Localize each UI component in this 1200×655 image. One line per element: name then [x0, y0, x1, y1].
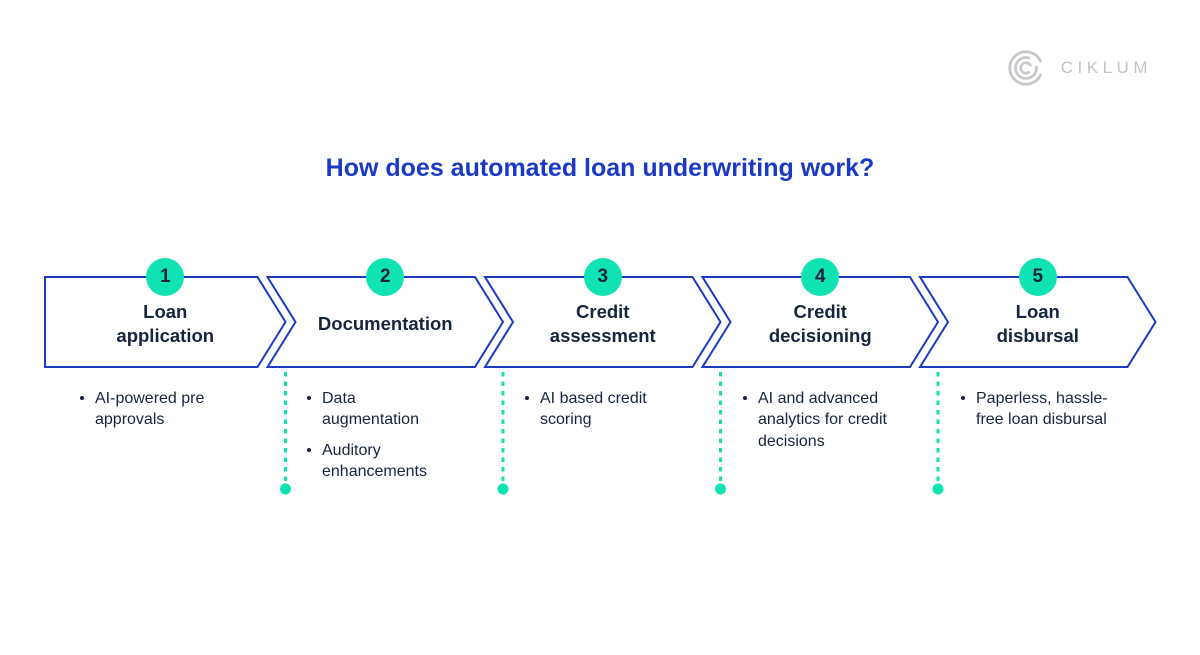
- connector-dot: [932, 483, 944, 495]
- ciklum-logo-icon: [1008, 50, 1042, 86]
- connector-dot: [280, 483, 291, 495]
- chevron-step-5: [918, 276, 1157, 368]
- step-bullet-list: AI-powered pre approvals: [75, 388, 265, 440]
- step-bullet-list: AI and advanced analytics for credit dec…: [738, 388, 933, 461]
- chevron-step-4: [700, 276, 940, 368]
- step-number-badge: 5: [1018, 258, 1057, 296]
- step-label: Loan disbursal: [996, 300, 1079, 346]
- step-number-badge: 3: [583, 258, 622, 296]
- brand-logo: CIKLUM: [1003, 44, 1152, 92]
- bullet-item: AI based credit scoring: [520, 388, 710, 431]
- chevron-step-1: [44, 276, 287, 368]
- brand-name: CIKLUM: [1060, 58, 1152, 77]
- bullet-item: Data augmentation: [302, 388, 492, 431]
- step-label: Documentation: [317, 312, 453, 334]
- bullet-item: AI and advanced analytics for credit dec…: [738, 388, 933, 452]
- step-bullet-list: AI based credit scoring: [520, 388, 710, 440]
- step-label: Credit decisioning: [768, 300, 872, 346]
- bullet-item: Auditory enhancements: [302, 440, 492, 483]
- bullet-item: Paperless, hassle- free loan disbursal: [956, 388, 1161, 431]
- step-bullet-list: Paperless, hassle- free loan disbursal: [956, 388, 1161, 440]
- step-number-badge: 1: [146, 258, 185, 296]
- connector-dot: [715, 483, 726, 495]
- chevron-step-2: [265, 276, 505, 368]
- bullet-item: AI-powered pre approvals: [75, 388, 265, 431]
- page-title: How does automated loan underwriting wor…: [325, 154, 875, 182]
- step-number-badge: 4: [801, 258, 840, 296]
- step-label: Credit assessment: [549, 300, 656, 346]
- step-label: Loan application: [116, 300, 215, 346]
- connector-dot: [497, 483, 509, 495]
- step-number-badge: 2: [366, 258, 405, 296]
- chevron-step-3: [483, 276, 722, 368]
